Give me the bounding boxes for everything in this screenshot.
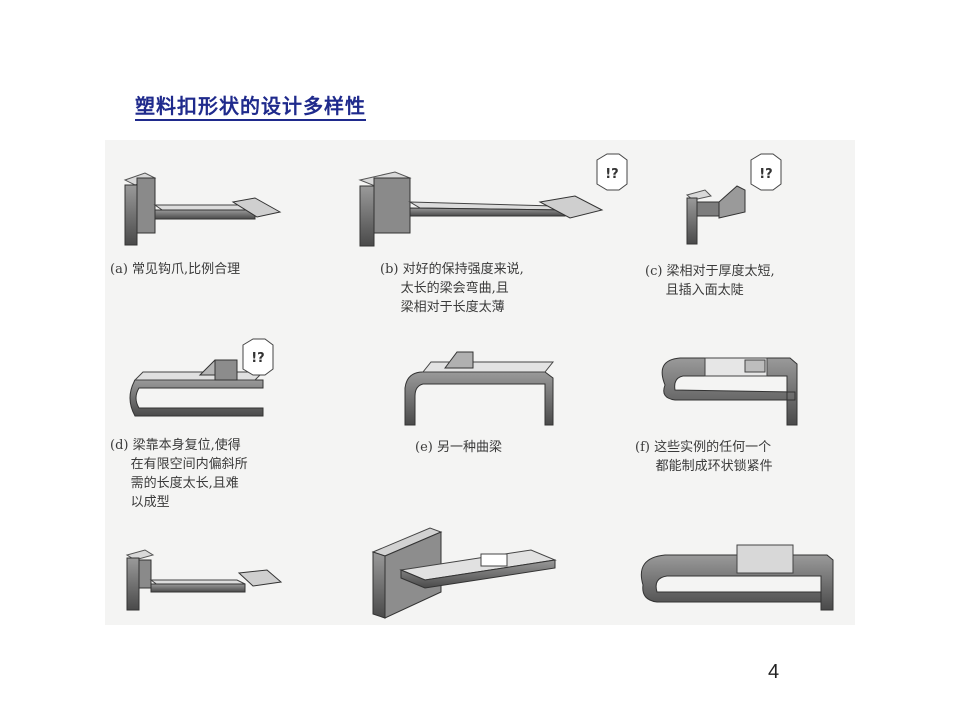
hook-f-illustration [661,357,798,426]
warning-badge-c-text: !? [759,167,772,182]
slide-title: 塑料扣形状的设计多样性 [135,94,366,121]
warning-badge-c: !? [750,153,782,191]
hook-c-illustration [685,185,746,245]
caption-e: (e) 另一种曲梁 [415,440,502,455]
snap-fit-figure: !? !? !? [105,140,855,625]
hook-a-illustration [123,172,282,246]
hook-bottom-2-illustration [371,527,557,619]
caption-c: (c) 梁相对于厚度太短, 且插入面太陡 [645,264,775,298]
hook-bottom-1-illustration [125,549,283,611]
page-number: 4 [768,661,780,683]
hook-e-illustration [404,351,555,426]
hook-b-illustration [358,171,604,247]
warning-badge-b-text: !? [605,167,618,182]
caption-a: (a) 常见钩爪,比例合理 [110,262,241,277]
warning-badge-d: !? [242,338,274,376]
hook-bottom-3-illustration [640,544,834,611]
caption-b: (b) 对好的保持强度来说, 太长的梁会弯曲,且 梁相对于长度太薄 [380,262,524,315]
warning-badge-b: !? [596,153,628,191]
hook-d-illustration [129,359,265,417]
caption-d: (d) 梁靠本身复位,使得 在有限空间内偏斜所 需的长度太长,且难 以成型 [110,438,248,510]
snap-fit-illustrations: !? !? !? [123,153,834,619]
caption-f: (f) 这些实例的任何一个 都能制成环状锁紧件 [635,440,773,474]
warning-badge-d-text: !? [251,351,264,366]
